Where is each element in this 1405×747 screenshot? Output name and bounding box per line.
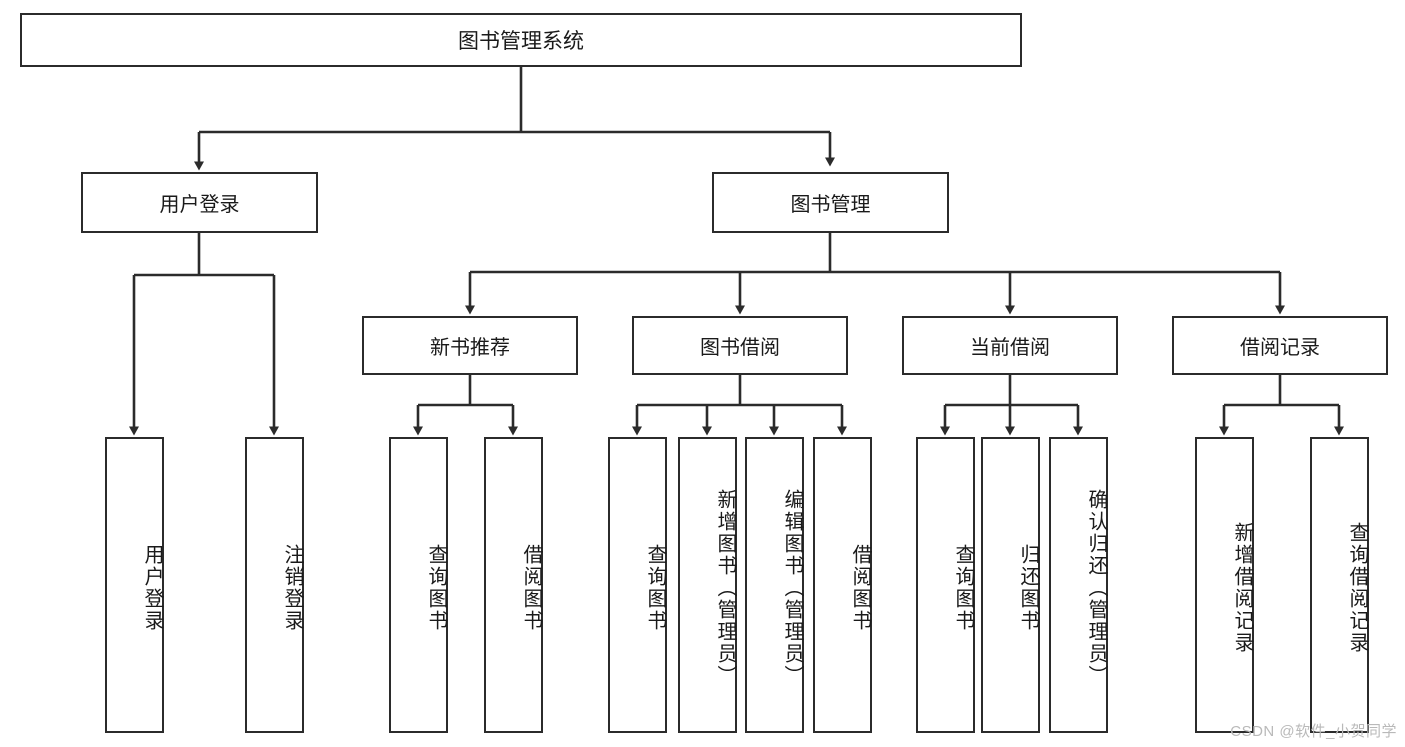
node-book-management-label: 图书管理	[790, 194, 871, 216]
leaf-book-borrow-edit[interactable]: 编辑图书（管理员）	[745, 437, 804, 733]
leaf-current-borrow-return[interactable]: 归还图书	[981, 437, 1040, 733]
leaf-new-book-borrow-label: 借阅图书	[520, 544, 542, 632]
leaf-new-book-query-label: 查询图书	[425, 544, 447, 632]
node-borrow-record-label: 借阅记录	[1240, 337, 1320, 359]
leaf-book-borrow-add[interactable]: 新增图书（管理员）	[678, 437, 737, 733]
leaf-current-borrow-confirm-label: 确认归还（管理员）	[1085, 489, 1107, 687]
leaf-book-borrow-query[interactable]: 查询图书	[608, 437, 667, 733]
node-book-borrow-label: 图书借阅	[700, 337, 780, 359]
leaf-book-borrow-add-label: 新增图书（管理员）	[714, 489, 736, 687]
leaf-book-borrow-borrow[interactable]: 借阅图书	[813, 437, 872, 733]
leaf-current-borrow-confirm[interactable]: 确认归还（管理员）	[1049, 437, 1108, 733]
node-current-borrow-label: 当前借阅	[970, 337, 1050, 359]
node-user-login[interactable]: 用户登录	[81, 172, 318, 233]
leaf-book-borrow-edit-label: 编辑图书（管理员）	[781, 489, 803, 687]
leaf-current-borrow-query-label: 查询图书	[952, 544, 974, 632]
leaf-user-login-logout[interactable]: 注销登录	[245, 437, 304, 733]
watermark: CSDN @软件_小贺同学	[1230, 723, 1397, 740]
leaf-borrow-record-add[interactable]: 新增借阅记录	[1195, 437, 1254, 733]
node-root[interactable]: 图书管理系统	[20, 13, 1022, 67]
leaf-borrow-record-add-label: 新增借阅记录	[1231, 522, 1253, 654]
leaf-current-borrow-query[interactable]: 查询图书	[916, 437, 975, 733]
node-new-book-recommend-label: 新书推荐	[430, 337, 510, 359]
leaf-user-login-login-label: 用户登录	[141, 544, 163, 632]
leaf-borrow-record-query[interactable]: 查询借阅记录	[1310, 437, 1369, 733]
node-book-management[interactable]: 图书管理	[712, 172, 949, 233]
node-book-borrow[interactable]: 图书借阅	[632, 316, 848, 375]
node-new-book-recommend[interactable]: 新书推荐	[362, 316, 578, 375]
leaf-book-borrow-query-label: 查询图书	[644, 544, 666, 632]
leaf-borrow-record-query-label: 查询借阅记录	[1346, 522, 1368, 654]
leaf-current-borrow-return-label: 归还图书	[1017, 544, 1039, 632]
node-user-login-label: 用户登录	[159, 194, 240, 216]
node-root-label: 图书管理系统	[458, 30, 584, 53]
leaf-user-login-logout-label: 注销登录	[281, 544, 303, 632]
leaf-new-book-borrow[interactable]: 借阅图书	[484, 437, 543, 733]
node-current-borrow[interactable]: 当前借阅	[902, 316, 1118, 375]
leaf-new-book-query[interactable]: 查询图书	[389, 437, 448, 733]
leaf-book-borrow-borrow-label: 借阅图书	[849, 544, 871, 632]
node-borrow-record[interactable]: 借阅记录	[1172, 316, 1388, 375]
leaf-user-login-login[interactable]: 用户登录	[105, 437, 164, 733]
